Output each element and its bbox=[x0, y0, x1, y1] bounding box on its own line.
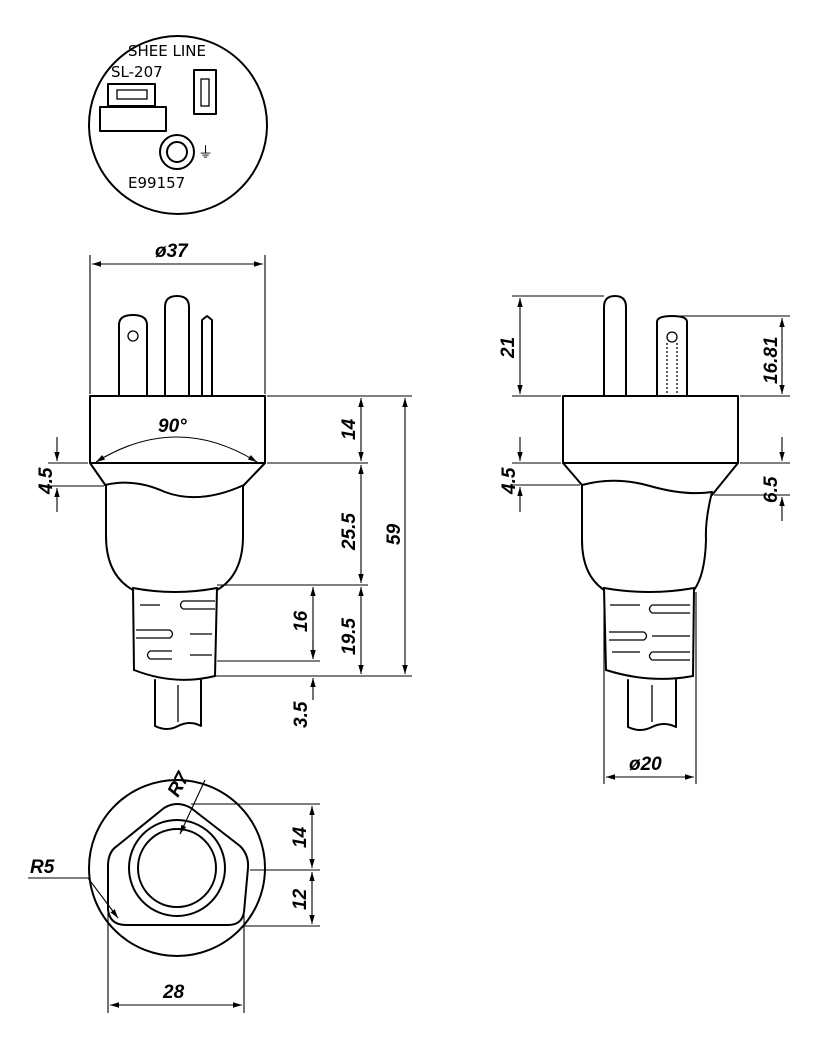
cable-inner bbox=[137, 828, 217, 908]
bottom-dim-12-label: 12 bbox=[290, 888, 311, 910]
ground-pin-outer bbox=[159, 134, 195, 170]
dim-21-label: 21 bbox=[498, 337, 519, 359]
r5-label: R5 bbox=[30, 857, 55, 878]
ground-icon: ⏚ bbox=[198, 143, 213, 161]
front-view: 90° ø37 14 25.5 19.5 59 bbox=[36, 241, 412, 730]
strain-relief bbox=[132, 587, 218, 677]
side-plug-body bbox=[581, 484, 713, 591]
side-blade bbox=[656, 315, 688, 397]
blade-right bbox=[201, 315, 213, 397]
triangular-body bbox=[107, 803, 250, 926]
side-plug-head bbox=[562, 395, 739, 464]
dim-6-5-label: 6.5 bbox=[761, 476, 782, 503]
side-cable bbox=[627, 679, 677, 731]
dim-19-5-label: 19.5 bbox=[339, 618, 360, 655]
angle-label: 90° bbox=[158, 416, 187, 437]
plug-face-view: SHEE LINE SL-207 ⏚ E99157 bbox=[88, 35, 268, 215]
bottom-view: R7 R5 14 12 28 bbox=[28, 768, 320, 1013]
cert-text: E99157 bbox=[128, 174, 185, 192]
cable-outer bbox=[128, 819, 226, 917]
brand-text: SHEE LINE bbox=[128, 42, 206, 60]
side-diameter-label: ø20 bbox=[629, 754, 662, 775]
plug-head bbox=[89, 395, 266, 464]
cable bbox=[154, 679, 202, 730]
bottom-dim-28-label: 28 bbox=[162, 982, 185, 1003]
blade-left bbox=[118, 314, 148, 397]
neutral-slot bbox=[107, 83, 156, 107]
side-dim-4-5-label: 4.5 bbox=[499, 467, 520, 495]
r7-label: R7 bbox=[164, 768, 195, 801]
diameter-label: ø37 bbox=[155, 241, 189, 262]
bottom-dim-14-label: 14 bbox=[290, 826, 311, 848]
model-text: SL-207 bbox=[111, 63, 163, 81]
ground-pin bbox=[164, 295, 190, 397]
dim-59-label: 59 bbox=[384, 523, 405, 545]
plug-body bbox=[105, 485, 244, 591]
dim-4-5-label: 4.5 bbox=[36, 467, 57, 495]
dim-14-label: 14 bbox=[339, 418, 360, 440]
hot-slot bbox=[193, 69, 217, 115]
ground-bar bbox=[99, 106, 167, 132]
dim-16-81-label: 16.81 bbox=[761, 336, 782, 384]
dim-16-label: 16 bbox=[291, 610, 312, 632]
side-ground-pin bbox=[603, 295, 627, 397]
bottom-outer-circle bbox=[88, 779, 266, 957]
dim-25-5-label: 25.5 bbox=[339, 513, 360, 551]
side-view: 21 16.81 4.5 6.5 ø20 bbox=[498, 295, 790, 784]
dim-3-5-label: 3.5 bbox=[291, 701, 312, 728]
